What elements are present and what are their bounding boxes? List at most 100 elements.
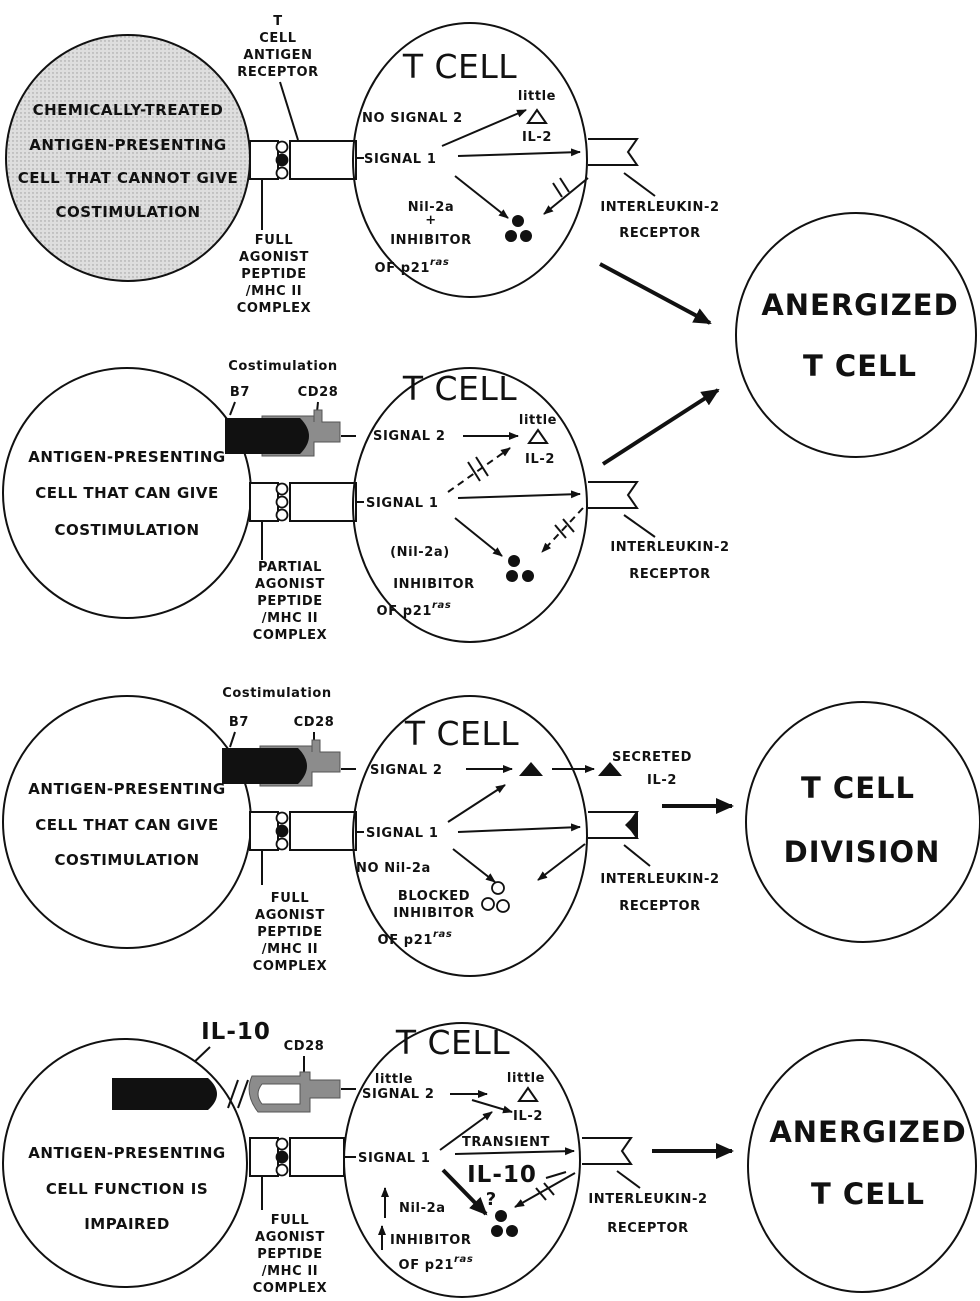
peptide-label-line5: COMPLEX <box>253 959 327 974</box>
secreted-label: SECRETED <box>612 750 692 765</box>
signal-1-label: SIGNAL 1 <box>364 152 436 167</box>
little-label: little <box>518 89 556 104</box>
peptide-label-line2: AGONIST <box>255 908 325 923</box>
peptide-label-line5: COMPLEX <box>237 301 311 316</box>
t-cell-title: T CELL <box>404 714 519 753</box>
peptide-label-line3: PEPTIDE <box>257 594 323 609</box>
cd28-label: CD28 <box>284 1039 325 1054</box>
il10-label: IL-10 <box>467 1162 537 1188</box>
il2-filled-triangle-icon <box>519 762 543 776</box>
tcr-label-line2: CELL <box>259 31 296 46</box>
peptide-dot <box>275 837 289 851</box>
t-cell <box>352 22 588 298</box>
signal-1-label: SIGNAL 1 <box>366 826 438 841</box>
panel-1: CHEMICALLY-TREATED ANTIGEN-PRESENTING CE… <box>5 14 719 325</box>
mhc-complex-box <box>249 1137 279 1177</box>
peptide-label-line2: AGONIST <box>255 1230 325 1245</box>
cd28-label: CD28 <box>294 715 335 730</box>
il2-receptor-icon <box>588 138 639 166</box>
b7-molecule <box>225 418 309 454</box>
inhibitor-label: INHIBITOR <box>393 577 475 592</box>
little-signal-label: little <box>375 1072 413 1087</box>
blocked-inhibitor-dot <box>481 897 495 911</box>
b7-molecule <box>112 1078 217 1110</box>
inhibitor-dot <box>520 230 532 242</box>
tcr-label-line3: ANTIGEN <box>243 48 312 63</box>
division-label: DIVISION <box>784 835 941 869</box>
inhibitor-dot <box>491 1225 503 1237</box>
inhibitor-dot <box>522 570 534 582</box>
p21-label: OF p21ras <box>378 929 453 948</box>
inhibitor-dot <box>495 1210 507 1222</box>
il2-open-triangle-icon <box>517 1086 539 1102</box>
t-cell-title: T CELL <box>402 47 517 86</box>
il2-label: IL-2 <box>647 773 677 788</box>
apc-label-line2: CELL FUNCTION IS <box>46 1180 208 1198</box>
signal-1-label: SIGNAL 1 <box>366 496 438 511</box>
inhibitor-dot <box>506 1225 518 1237</box>
signal-1-label: SIGNAL 1 <box>358 1151 430 1166</box>
apc-cell-chemically-treated <box>5 34 251 282</box>
apc-label-line3: CELL THAT CANNOT GIVE <box>18 169 238 187</box>
inhibitor-label: INHIBITOR <box>390 233 472 248</box>
il2-receptor-label-line1: INTERLEUKIN-2 <box>600 872 719 887</box>
apc-label-line4: COSTIMULATION <box>55 203 200 221</box>
p21-label: OF p21ras <box>377 600 452 619</box>
inhibitor-dot <box>508 555 520 567</box>
peptide-dot <box>275 482 289 496</box>
peptide-label-line4: /MHC II <box>246 284 303 299</box>
dividing-t-cell <box>745 701 980 943</box>
il2-receptor-label-line1: INTERLEUKIN-2 <box>600 200 719 215</box>
peptide-label-line4: /MHC II <box>262 1264 319 1279</box>
peptide-dot <box>275 495 289 509</box>
il2-label: IL-2 <box>513 1109 543 1124</box>
blocked-label: BLOCKED <box>398 889 470 904</box>
il2-label: IL-2 <box>522 130 552 145</box>
peptide-label-line3: PEPTIDE <box>241 267 307 282</box>
division-t-cell-label: T CELL <box>801 771 915 805</box>
signal-2-label: SIGNAL 2 <box>373 429 445 444</box>
t-cell-title: T CELL <box>395 1023 510 1062</box>
cd28-label: CD28 <box>298 385 339 400</box>
blocked-inhibitor-dot <box>496 899 510 913</box>
peptide-dot <box>275 1150 289 1164</box>
anergy-arrow <box>601 388 720 466</box>
anergized-t-cell <box>735 212 977 458</box>
nil-2a-label: Nil-2a <box>408 200 455 215</box>
il2-receptor-label-line1: INTERLEUKIN-2 <box>588 1192 707 1207</box>
little-label: little <box>519 413 557 428</box>
p21-label: OF p21ras <box>399 1254 474 1273</box>
peptide-label-line3: PEPTIDE <box>257 925 323 940</box>
il2-receptor-label-line2: RECEPTOR <box>629 567 711 582</box>
peptide-dot <box>275 824 289 838</box>
il2-receptor-icon <box>582 1137 633 1165</box>
panel-3: Costimulation B7 CD28 ANTIGEN-PRESENTING… <box>2 686 734 977</box>
transient-label: TRANSIENT <box>462 1135 550 1150</box>
no-signal-2-label: NO SIGNAL 2 <box>362 111 463 126</box>
peptide-label-line3: PEPTIDE <box>257 1247 323 1262</box>
peptide-label-line5: COMPLEX <box>253 1281 327 1296</box>
il2-open-triangle-icon <box>526 108 548 124</box>
inhibitor-dot <box>506 570 518 582</box>
peptide-dot <box>275 153 289 167</box>
inhibitor-label: INHIBITOR <box>390 1233 472 1248</box>
mhc-complex-box <box>249 811 279 851</box>
apc-label-line3: IMPAIRED <box>84 1215 170 1233</box>
peptide-label-line5: COMPLEX <box>253 628 327 643</box>
il2-open-triangle-icon <box>527 428 549 444</box>
p21-label: OF p21ras <box>375 257 450 276</box>
tcr-box <box>289 482 357 522</box>
il10-label: IL-10 <box>201 1019 271 1045</box>
apc-label-line1: CHEMICALLY-TREATED <box>33 101 224 119</box>
b7-label: B7 <box>230 385 250 400</box>
nil-2a-label: Nil-2a <box>399 1201 446 1216</box>
tcr-label-line1: T <box>273 14 282 29</box>
costimulation-label: Costimulation <box>228 359 338 374</box>
mhc-complex-box <box>249 140 279 180</box>
apc-label-line1: ANTIGEN-PRESENTING <box>28 448 225 466</box>
il2-receptor-icon <box>588 481 639 509</box>
anergy-arrow <box>599 262 712 325</box>
tcr-box <box>289 140 357 180</box>
il2-receptor-label-line2: RECEPTOR <box>607 1221 689 1236</box>
